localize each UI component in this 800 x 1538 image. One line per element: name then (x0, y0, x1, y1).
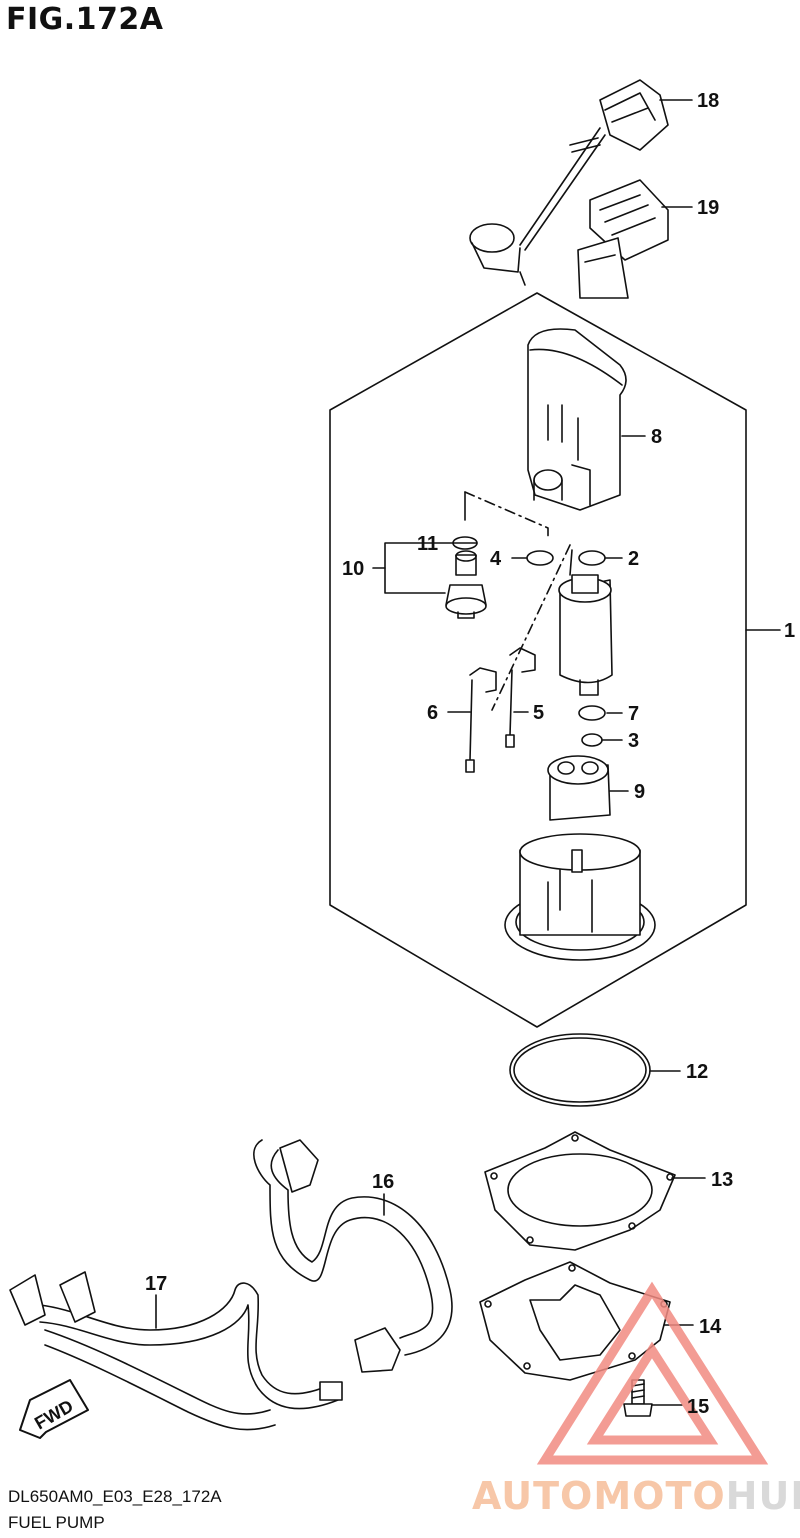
part-17-fuel-hose (9, 1271, 343, 1431)
watermark-text-part-b: HUB (725, 1474, 800, 1518)
part-7-o-ring (578, 705, 606, 721)
assembly-outline (329, 292, 747, 1028)
part-6-lead-wire (465, 667, 497, 773)
part-19-cushion (577, 179, 669, 299)
figure-title: FIG.172A (6, 2, 164, 37)
callout-19: 19 (697, 197, 719, 219)
callout-4: 4 (490, 548, 502, 570)
callout-6: 6 (427, 702, 438, 724)
callout-17: 17 (145, 1273, 167, 1295)
callout-12: 12 (686, 1061, 708, 1083)
watermark-logo-icon (536, 1281, 769, 1465)
fwd-arrow (19, 1379, 89, 1439)
fuel-pump-motor (558, 549, 613, 696)
callout-7: 7 (628, 703, 639, 725)
part-10-pressure-regulator (445, 550, 487, 619)
part-18-fuel-level-sender (469, 79, 669, 286)
part-12-gasket-ring (509, 1033, 651, 1107)
callout-14: 14 (699, 1316, 722, 1338)
part-4-o-ring (526, 550, 554, 566)
callout-15: 15 (687, 1396, 709, 1418)
callout-11: 11 (417, 533, 438, 555)
part-2-o-ring (578, 550, 606, 566)
pump-case-flange (504, 833, 656, 961)
leader-lines (155, 99, 781, 1406)
drawing-code: DL650AM0_E03_E28_172A (8, 1487, 222, 1506)
callout-8: 8 (651, 426, 662, 448)
part-5-lead-wire (505, 647, 536, 748)
part-16-fuel-hose (253, 1139, 453, 1373)
part-3-o-ring (581, 733, 603, 747)
callout-13: 13 (711, 1169, 733, 1191)
callout-16: 16 (372, 1171, 394, 1193)
callout-5: 5 (533, 702, 544, 724)
part-13-plate (484, 1131, 676, 1251)
part-12-inner-edge (513, 1037, 647, 1103)
part-8-fuel-filter (527, 328, 627, 511)
watermark-text-part-a: AUTOMOTO (472, 1474, 726, 1518)
figure-name: FUEL PUMP (8, 1513, 105, 1532)
watermark-text: AUTOMOTOHUB (472, 1474, 800, 1518)
callout-3: 3 (628, 730, 639, 752)
callout-1: 1 (784, 620, 795, 642)
part-9-pump-holder (547, 755, 611, 821)
callout-18: 18 (697, 90, 719, 112)
callout-10: 10 (342, 558, 364, 580)
callout-2: 2 (628, 548, 639, 570)
callout-9: 9 (634, 781, 645, 803)
part-15-bolt (623, 1379, 653, 1417)
